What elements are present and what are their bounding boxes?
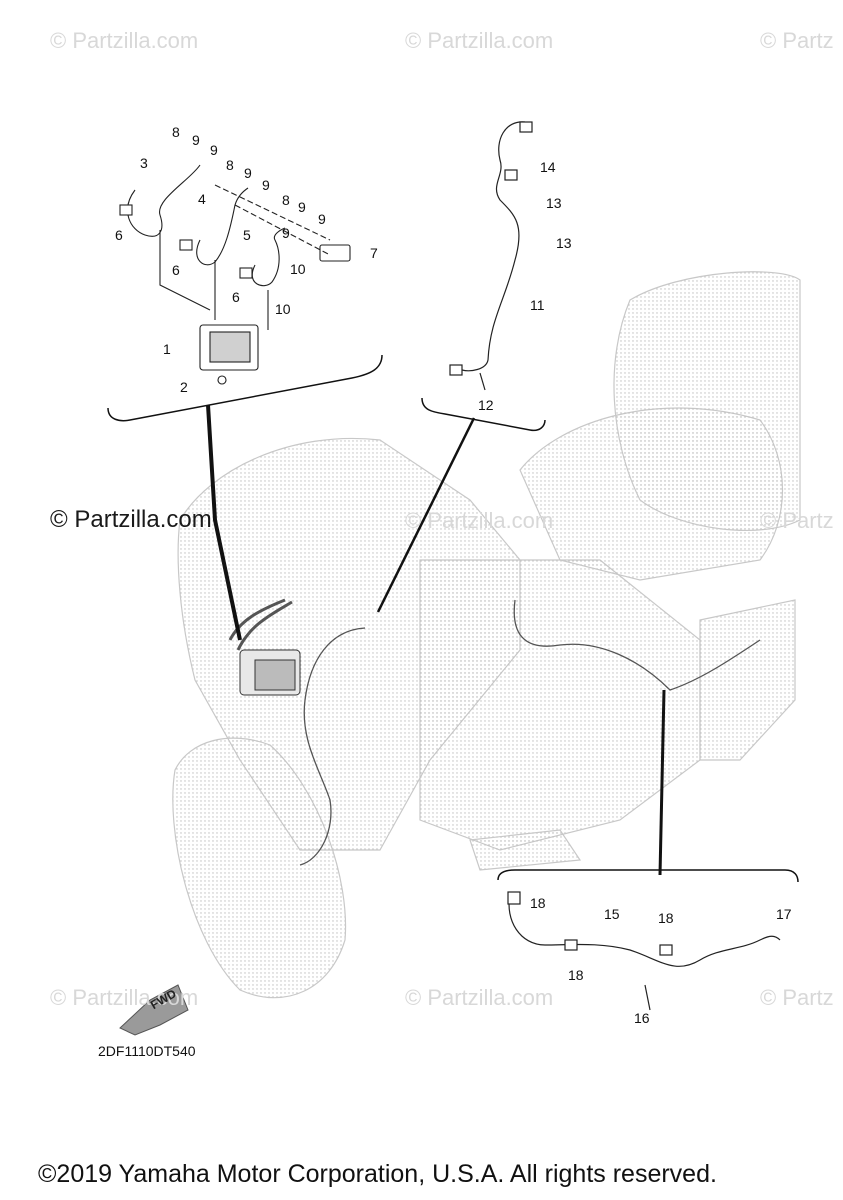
callout-9: 9 <box>210 142 218 158</box>
rear-fender <box>699 599 796 761</box>
callout-8: 8 <box>172 124 180 140</box>
rear-sensor-wire-exploded <box>507 891 781 1011</box>
callout-8: 8 <box>226 157 234 173</box>
watermark-top-left: © Partzilla.com <box>50 28 199 53</box>
callout-7: 7 <box>370 245 378 261</box>
motorcycle-ghost <box>172 271 801 999</box>
watermark-middle-right: © Partz <box>760 508 834 533</box>
callout-9: 9 <box>282 225 290 241</box>
callout-4: 4 <box>198 191 206 207</box>
callout-18: 18 <box>658 910 674 926</box>
callout-9: 9 <box>244 165 252 181</box>
callout-11: 11 <box>530 297 545 313</box>
installed-sensor-wires <box>299 599 761 866</box>
callout-3: 3 <box>140 155 148 171</box>
callout-6: 6 <box>172 262 180 278</box>
diagram-code: 2DF1110DT540 <box>98 1043 196 1059</box>
abs-unit-exploded <box>119 164 351 385</box>
footboard <box>469 829 582 871</box>
callout-10: 10 <box>290 261 306 277</box>
callout-2: 2 <box>180 379 188 395</box>
callout-5: 5 <box>243 227 251 243</box>
watermark-bottom-center: © Partzilla.com <box>405 985 554 1010</box>
leader-lines <box>107 354 799 883</box>
top-case <box>613 271 801 532</box>
callout-18: 18 <box>568 967 584 983</box>
callout-14: 14 <box>540 159 556 175</box>
fwd-arrow-icon <box>119 984 189 1036</box>
callout-17: 17 <box>776 906 792 922</box>
callout-6: 6 <box>115 227 123 243</box>
watermark-top-center: © Partzilla.com <box>405 28 554 53</box>
callout-15: 15 <box>604 906 620 922</box>
watermark-bottom-left: © Partzilla.com <box>50 985 199 1010</box>
callout-9: 9 <box>262 177 270 193</box>
callout-9: 9 <box>298 199 306 215</box>
abs-unit-installed <box>228 598 301 696</box>
watermark-top-right: © Partz <box>760 28 834 53</box>
callout-9: 9 <box>318 211 326 227</box>
callout-16: 16 <box>634 1010 650 1026</box>
callout-8: 8 <box>282 192 290 208</box>
callout-18: 18 <box>530 895 546 911</box>
watermark-dark: © Partzilla.com <box>50 506 212 533</box>
callout-13: 13 <box>556 235 572 251</box>
callout-13: 13 <box>546 195 562 211</box>
watermark-middle-center: © Partzilla.com <box>405 508 554 533</box>
callout-12: 12 <box>478 397 494 413</box>
body <box>419 559 701 851</box>
copyright-notice: ©2019 Yamaha Motor Corporation, U.S.A. A… <box>38 1160 717 1188</box>
callout-1: 1 <box>163 341 171 357</box>
callout-6: 6 <box>232 289 240 305</box>
callout-10: 10 <box>275 301 291 317</box>
front-sensor-wire-exploded <box>449 121 533 391</box>
watermark-bottom-right: © Partz <box>760 985 834 1010</box>
callout-9: 9 <box>192 132 200 148</box>
